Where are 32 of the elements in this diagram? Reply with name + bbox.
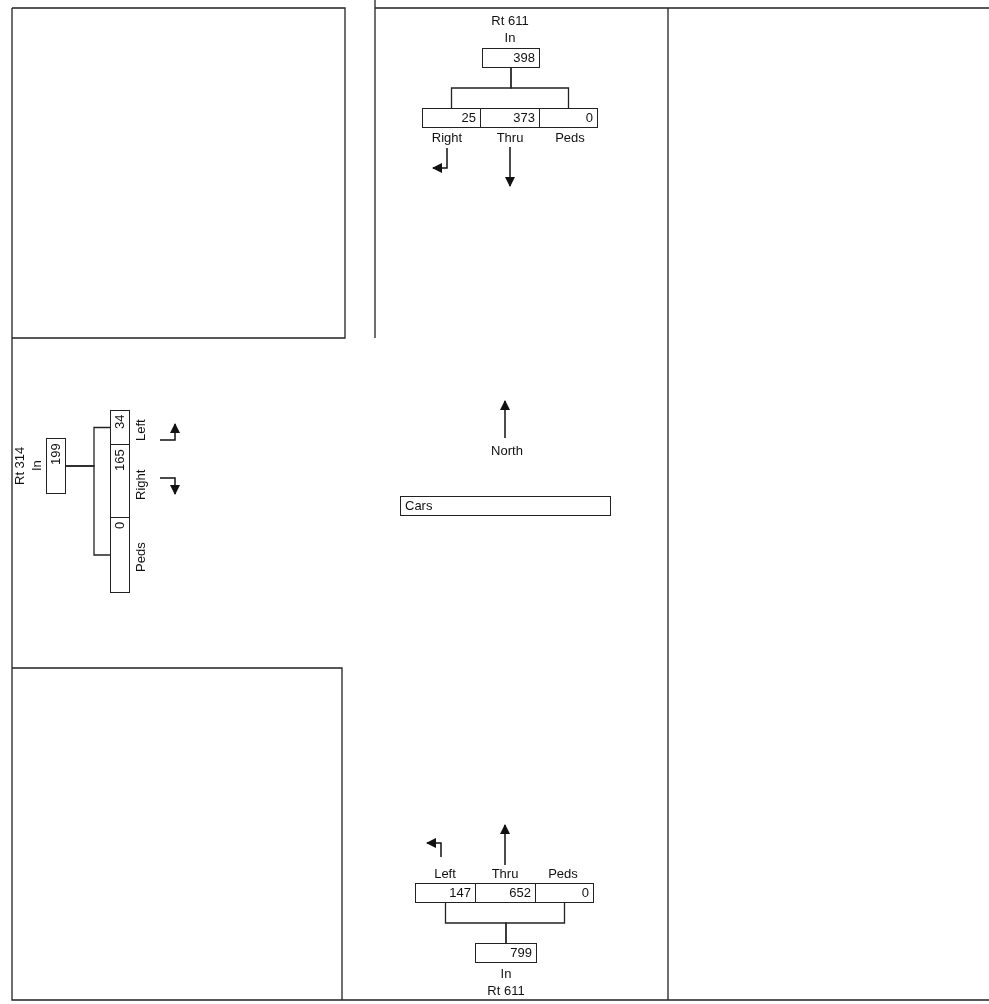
approach-volume-box: 799 (475, 943, 537, 963)
movement-label: Right (133, 468, 148, 503)
vehicle-class-box: Cars (400, 496, 611, 516)
movement-label: Left (433, 866, 457, 881)
direction-label: In (499, 966, 513, 981)
road-name: Rt 314 (12, 445, 27, 488)
movement-count-cell: 0 (110, 517, 130, 593)
movement-label: Peds (133, 541, 148, 574)
direction-label: In (503, 30, 517, 45)
bracket-connector (510, 67, 570, 109)
movement-count-cell: 25 (422, 108, 481, 128)
movement-count-cell: 0 (535, 883, 594, 903)
road-name: Rt 611 (490, 13, 530, 28)
movement-count-cell: 165 (110, 444, 130, 518)
movement-label: Thru (490, 866, 520, 881)
approach-volume-box: 199 (46, 438, 66, 494)
movement-count-cell: 373 (480, 108, 540, 128)
movement-count-cell: 0 (539, 108, 598, 128)
direction-label: In (29, 459, 44, 474)
movement-label: Peds (547, 866, 579, 881)
movement-label: Thru (495, 130, 525, 145)
compass-label: North (490, 443, 524, 458)
approach-volume-box: 398 (482, 48, 540, 68)
bracket-connector (65, 465, 111, 556)
movement-label: Right (430, 130, 464, 145)
movement-count-cell: 652 (475, 883, 536, 903)
movement-label: Peds (554, 130, 586, 145)
bracket-connector (505, 902, 566, 944)
road-name: Rt 611 (486, 983, 526, 998)
movement-count-cell: 147 (415, 883, 476, 903)
movement-label: Left (133, 418, 148, 443)
movement-count-cell: 34 (110, 410, 130, 445)
